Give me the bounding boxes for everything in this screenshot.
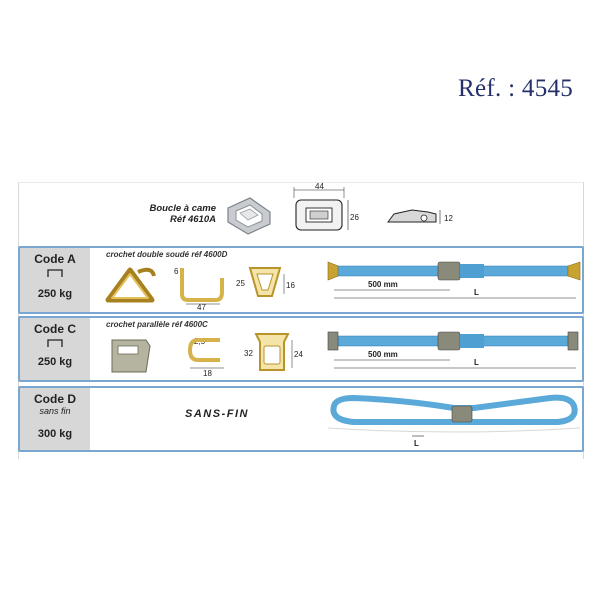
- parallel-hook-drawing: 2,5 18: [187, 337, 224, 378]
- hook-symbol-icon: [47, 339, 63, 347]
- buckle-ref: Réf 4610A: [170, 214, 216, 225]
- reference-title: Réf. : 4545: [458, 75, 574, 102]
- strap-c-drawing: 500 mm L: [327, 331, 579, 369]
- double-hook-drawing: 6 47: [174, 267, 224, 312]
- double-hook-photo: [105, 267, 156, 303]
- buckle-dim-width: 44: [315, 182, 324, 191]
- row-code-d: Code D sans fin 300 kg SANS-FIN L: [18, 386, 584, 452]
- code-c-dim-d: 24: [294, 350, 303, 359]
- parallel-hook-photo: [111, 339, 151, 373]
- code-c-dim-b: 18: [203, 369, 212, 378]
- code-d-capacity: 300 kg: [37, 428, 73, 440]
- code-c-hook-desc: crochet parallèle réf 4600C: [106, 320, 208, 329]
- row-code-c: Code C 250 kg crochet parallèle réf 4600…: [18, 316, 584, 382]
- row-code-a: Code A 250 kg crochet double soudé réf 4…: [18, 246, 584, 314]
- code-a-panel: Code A 250 kg: [20, 248, 90, 312]
- strap-a-drawing: 500 mm L: [327, 261, 581, 299]
- strap-a-length: L: [474, 288, 479, 297]
- code-c-capacity: 250 kg: [37, 356, 73, 368]
- code-c-dim-c: 32: [244, 349, 253, 358]
- buckle-dim-side: 12: [444, 214, 453, 223]
- code-a-dim-b: 47: [197, 303, 206, 312]
- code-d-subtitle: sans fin: [39, 406, 71, 416]
- cam-buckle-photo: [227, 197, 271, 235]
- code-a-capacity: 250 kg: [37, 288, 73, 300]
- code-d-panel: Code D sans fin 300 kg: [20, 388, 90, 450]
- strap-c-length: L: [474, 358, 479, 367]
- code-c-label: Code C: [34, 322, 76, 336]
- parallel-hook-front-drawing: 32 24: [244, 333, 303, 371]
- strap-a-fixed: 500 mm: [368, 280, 398, 289]
- buckle-dim-height: 26: [350, 213, 359, 222]
- endless-strap-drawing: L: [327, 394, 581, 448]
- buckle-front-drawing: 44 26: [293, 182, 359, 231]
- code-a-dim-c: 25: [236, 279, 245, 288]
- double-hook-front-drawing: 25 16: [236, 267, 295, 297]
- sans-fin-label: SANS-FIN: [185, 408, 249, 420]
- buckle-name: Boucle à came: [149, 203, 216, 214]
- buckle-side-drawing: 12: [387, 209, 453, 224]
- strap-d-length: L: [414, 439, 419, 448]
- hook-symbol-icon: [47, 269, 63, 277]
- code-a-dim-d: 16: [286, 281, 295, 290]
- code-c-panel: Code C 250 kg: [20, 318, 90, 380]
- code-d-label: Code D: [34, 392, 76, 406]
- strap-c-fixed: 500 mm: [368, 350, 398, 359]
- code-a-label: Code A: [34, 252, 76, 266]
- code-a-dim-a: 6: [174, 267, 179, 276]
- code-a-hook-desc: crochet double soudé réf 4600D: [106, 250, 228, 259]
- buckle-label: Boucle à came Réf 4610A: [120, 203, 216, 225]
